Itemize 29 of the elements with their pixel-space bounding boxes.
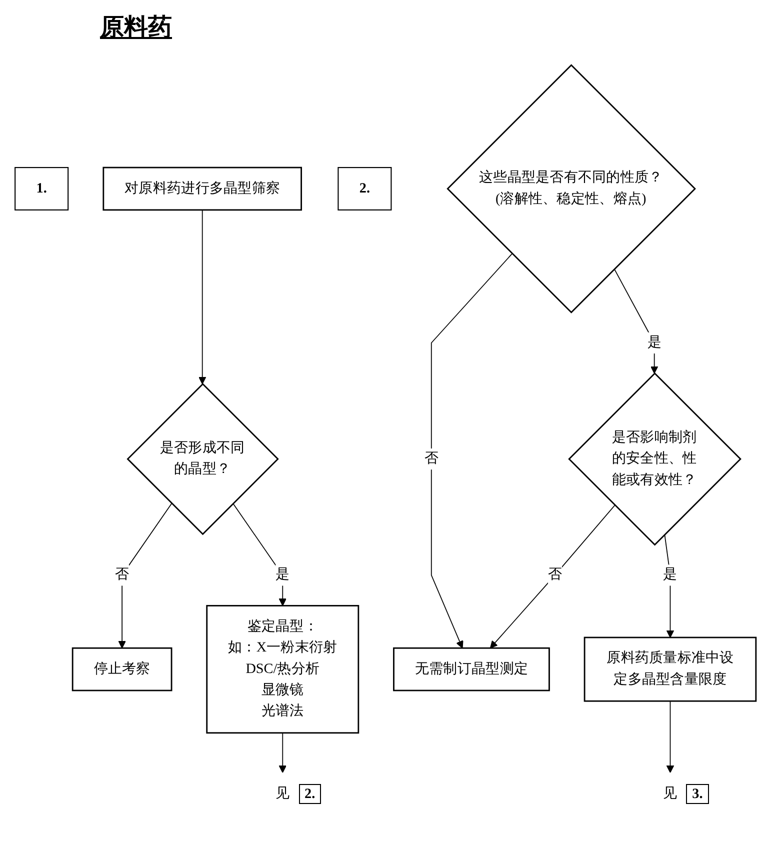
- node-box: 对原料药进行多晶型筛察: [102, 166, 302, 211]
- node-text: 见: [663, 786, 678, 801]
- node-diamond: 这些晶型是否有不同的性质？ (溶解性、稳定性、熔点): [446, 64, 696, 314]
- arrow: [118, 503, 172, 648]
- arrow: [666, 700, 674, 773]
- arrow: [490, 504, 616, 648]
- arrow: [278, 732, 287, 773]
- edge-label: 是: [647, 334, 662, 350]
- edge-label: 否: [424, 451, 438, 466]
- edge-label: 否: [548, 567, 562, 582]
- arrow: [430, 253, 513, 648]
- node-box: 停止考察: [72, 647, 172, 692]
- arrow: [664, 534, 674, 638]
- node-box: 原料药质量标准中设定多晶型含量限度: [584, 636, 757, 702]
- node-diamond: 是否影响制剂的安全性、性能或有效性？: [568, 372, 742, 546]
- node-text: 见: [276, 786, 290, 801]
- arrow: [198, 210, 206, 384]
- edge-label: 是: [663, 567, 678, 582]
- node-diamond: 是否形成不同的晶型？: [126, 382, 279, 536]
- edge-label: 否: [114, 567, 130, 582]
- section-reference: 2.: [298, 784, 322, 804]
- title: 原料药: [100, 14, 172, 43]
- node-box: 无需制订晶型测定: [393, 647, 550, 692]
- edge-label: 是: [276, 567, 290, 582]
- node-box: 2.: [338, 167, 392, 210]
- arrow: [232, 503, 287, 606]
- node-box: 鉴定晶型： 如：X一粉末衍射 DSC/热分析 显微镜 光谱法: [206, 604, 360, 734]
- node-box: 1.: [14, 167, 69, 210]
- section-reference: 3.: [686, 784, 709, 804]
